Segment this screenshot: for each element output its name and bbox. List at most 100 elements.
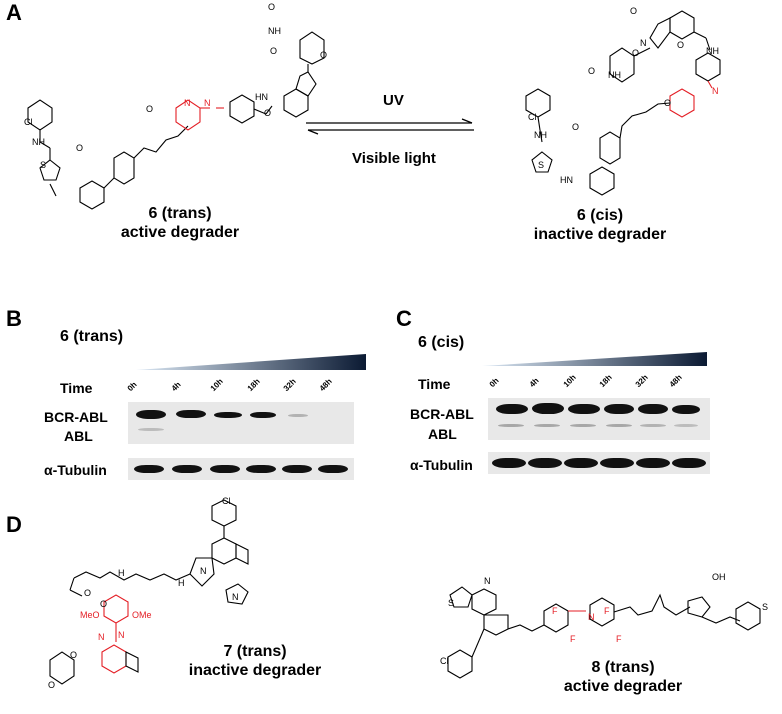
atom-f: F — [616, 634, 622, 644]
atom-o: O — [270, 46, 278, 56]
caption-line1: 6 (trans) — [148, 205, 212, 222]
timepoint-4: 32h — [633, 372, 650, 389]
band — [674, 424, 698, 427]
atom-n-azo: N — [98, 632, 105, 642]
timepoint-0: 0h — [125, 380, 139, 393]
atom-f: F — [570, 634, 576, 644]
atom-hn: NH — [534, 130, 547, 140]
band — [606, 424, 632, 427]
band — [534, 424, 560, 427]
atom-o: O — [572, 122, 580, 132]
atom-meo: MeO — [80, 610, 100, 620]
blot-b-tubulin-membrane — [128, 458, 354, 480]
timepoint-1: 4h — [527, 376, 541, 389]
atom-h: H — [118, 568, 125, 578]
row-label-tubulin: α-Tubulin — [410, 457, 473, 473]
band — [246, 465, 276, 473]
timepoint-3: 18h — [597, 372, 614, 389]
band — [136, 410, 166, 419]
compound-6-trans-structure — [27, 31, 325, 210]
caption-line1: 7 (trans) — [223, 643, 287, 660]
band — [138, 428, 164, 431]
band — [638, 404, 668, 414]
atom-n: N — [640, 38, 647, 48]
band — [496, 404, 528, 414]
atom-s: S — [448, 598, 455, 608]
timepoint-2: 10h — [561, 372, 578, 389]
caption-line1: 6 (cis) — [576, 207, 624, 224]
atom-oh: OH — [712, 572, 726, 582]
atom-cl: Cl — [222, 496, 231, 506]
atom-o: O — [677, 40, 685, 50]
band — [210, 465, 240, 473]
band — [528, 458, 562, 468]
atom-o: O — [268, 2, 276, 12]
atom-o: O — [588, 66, 596, 76]
atom-hn: HN — [560, 175, 573, 185]
atom-o: O — [630, 6, 638, 16]
atom-o: O — [84, 588, 92, 598]
compound-8-caption: 8 (trans) active degrader — [548, 658, 698, 696]
timepoint-5: 48h — [667, 372, 684, 389]
row-label-abl: ABL — [64, 428, 93, 444]
timepoint-5: 48h — [317, 376, 334, 393]
atom-o: O — [48, 680, 56, 690]
visible-light-label: Visible light — [352, 150, 436, 167]
compound-7-caption: 7 (trans) inactive degrader — [180, 642, 330, 680]
compound-6-trans-caption: 6 (trans) active degrader — [105, 204, 255, 242]
band — [172, 465, 202, 473]
caption-line2: inactive degrader — [533, 226, 667, 243]
band — [640, 424, 666, 427]
compound-7-structure — [49, 499, 249, 685]
band — [214, 412, 242, 418]
time-label: Time — [418, 376, 451, 392]
atom-n-azo: N — [588, 612, 595, 622]
timepoint-0: 0h — [487, 376, 501, 389]
blot-c-bcr-abl-membrane — [488, 398, 710, 440]
row-label-tubulin: α-Tubulin — [44, 462, 107, 478]
compound-6-cis-structure — [525, 10, 721, 196]
compound-6-cis-caption: 6 (cis) inactive degrader — [520, 206, 680, 244]
atom-o: O — [70, 650, 78, 660]
row-label-abl: ABL — [428, 426, 457, 442]
row-label-bcr-abl: BCR-ABL — [410, 406, 474, 422]
band — [288, 414, 308, 417]
band — [318, 465, 348, 473]
time-label: Time — [60, 380, 93, 396]
panel-c-label: C — [396, 306, 412, 331]
band — [570, 424, 596, 427]
band — [672, 405, 700, 414]
band — [176, 410, 206, 418]
atom-nh: NH — [268, 26, 281, 36]
atom-o: O — [146, 104, 154, 114]
atom-s: S — [538, 160, 545, 170]
concentration-gradient-wedge — [136, 354, 366, 370]
timepoint-2: 10h — [208, 376, 225, 393]
atom-o: O — [632, 48, 640, 58]
atom-s: S — [762, 602, 769, 612]
blot-b-title: 6 (trans) — [60, 328, 124, 345]
timepoint-4: 32h — [281, 376, 298, 393]
atom-hn: HN — [255, 92, 268, 102]
atom-f: F — [552, 606, 558, 616]
atom-hn: NH — [32, 137, 45, 147]
atom-n-azo: N — [184, 98, 191, 108]
atom-n: N — [200, 566, 207, 576]
panel-b-label: B — [6, 306, 22, 331]
band — [564, 458, 598, 468]
blot-c-tubulin-membrane — [488, 452, 710, 474]
band — [250, 412, 276, 418]
band — [134, 465, 164, 473]
panel-a-label: A — [6, 0, 22, 25]
uv-label: UV — [383, 92, 404, 109]
atom-f: F — [604, 606, 610, 616]
atom-nh: NH — [608, 70, 621, 80]
atom-n-azo: N — [712, 86, 719, 96]
atom-hn: NH — [706, 46, 719, 56]
caption-line2: active degrader — [563, 678, 683, 695]
atom-o: O — [264, 108, 272, 118]
panel-d-label: D — [6, 512, 22, 537]
compound-8-structure — [447, 586, 761, 679]
atom-o: O — [320, 50, 328, 60]
atom-cl: Cl — [528, 112, 537, 122]
